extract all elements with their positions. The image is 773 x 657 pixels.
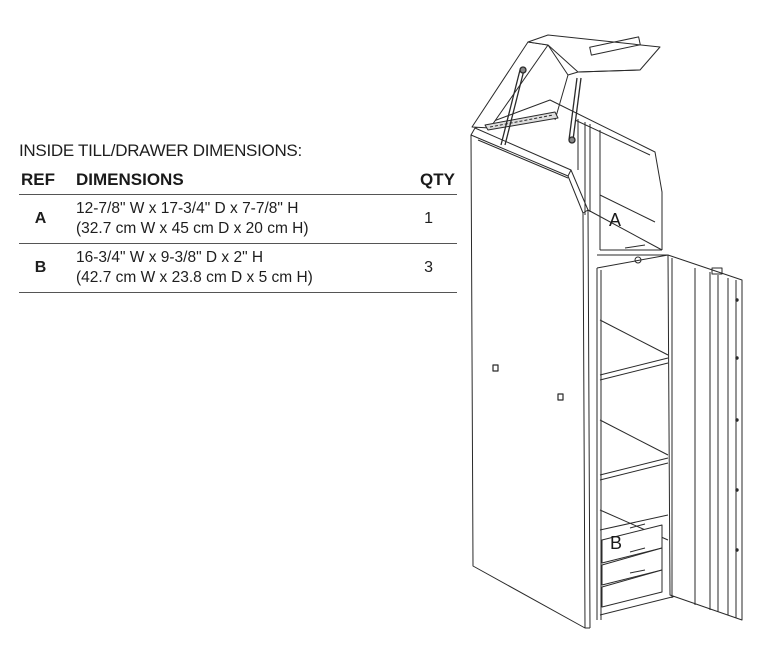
dim-imperial: 12-7/8" W x 17-3/4" D x 7-7/8" H bbox=[76, 200, 299, 217]
till-compartment bbox=[596, 195, 669, 269]
row-dimensions: 16-3/4" W x 9-3/8" D x 2" H (42.7 cm W x… bbox=[76, 243, 405, 293]
row-qty: 1 bbox=[405, 194, 457, 244]
dim-metric: (42.7 cm W x 23.8 cm D x 5 cm H) bbox=[76, 269, 313, 286]
open-lid bbox=[471, 34, 661, 131]
spec-title: INSIDE TILL/DRAWER DIMENSIONS: bbox=[19, 141, 302, 160]
header-ref: REF bbox=[19, 169, 76, 195]
gas-struts bbox=[500, 66, 582, 146]
shelves bbox=[596, 268, 669, 620]
table-row: A 12-7/8" W x 17-3/4" D x 7-7/8" H (32.7… bbox=[19, 194, 457, 244]
table-header-row: REF DIMENSIONS QTY bbox=[19, 169, 457, 195]
table-row: B 16-3/4" W x 9-3/8" D x 2" H (42.7 cm W… bbox=[19, 243, 457, 293]
cabinet-illustration bbox=[470, 34, 743, 629]
dimensions-table: REF DIMENSIONS QTY A 12-7/8" W x 17-3/4"… bbox=[19, 169, 457, 293]
header-dimensions: DIMENSIONS bbox=[76, 169, 405, 195]
row-ref: B bbox=[19, 243, 76, 293]
dim-imperial: 16-3/4" W x 9-3/8" D x 2" H bbox=[76, 249, 264, 266]
row-qty: 3 bbox=[405, 243, 457, 293]
row-dimensions: 12-7/8" W x 17-3/4" D x 7-7/8" H (32.7 c… bbox=[76, 194, 405, 244]
drawers bbox=[599, 523, 681, 616]
row-ref: A bbox=[19, 194, 76, 244]
cabinet-side-panel bbox=[470, 127, 591, 629]
open-door bbox=[667, 254, 743, 621]
callout-till-a: A bbox=[609, 210, 622, 230]
dim-metric: (32.7 cm W x 45 cm D x 20 cm H) bbox=[76, 220, 309, 237]
header-qty: QTY bbox=[405, 169, 457, 195]
dimensions-spec: INSIDE TILL/DRAWER DIMENSIONS: REF DIMEN… bbox=[19, 141, 457, 293]
cabinet-top-frame bbox=[474, 99, 663, 251]
callout-drawers-b: B bbox=[610, 533, 623, 553]
